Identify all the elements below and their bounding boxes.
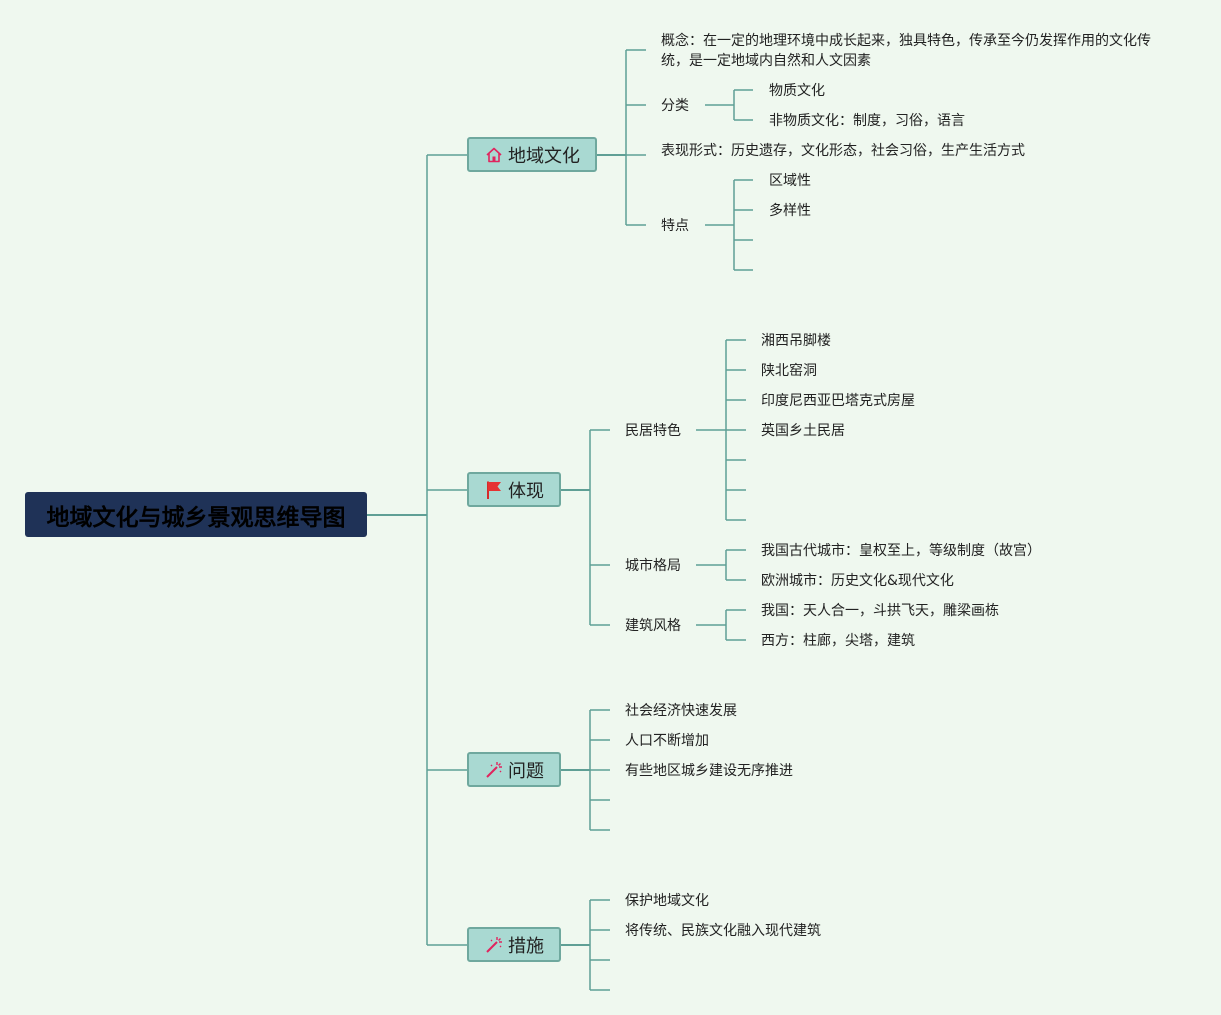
branch-embodiment[interactable]: 体现 [467,472,561,507]
dwelling-item[interactable]: 印度尼西亚巴塔克式房屋 [761,393,915,409]
culture-classification[interactable]: 分类 [661,98,689,114]
red-flag-icon [484,480,504,500]
embodiment-architecture[interactable]: 建筑风格 [625,618,681,634]
city-layout-item[interactable]: 我国古代城市：皇权至上，等级制度（故宫） [761,543,1041,559]
home-icon [484,145,504,165]
branch-problems-label: 问题 [508,760,544,782]
measure-item[interactable]: 保护地域文化 [625,893,709,909]
embodiment-city-layout[interactable]: 城市格局 [625,558,681,574]
dwelling-item[interactable]: 陕北窑洞 [761,363,817,379]
culture-features[interactable]: 特点 [661,218,689,234]
branch-problems[interactable]: 问题 [467,752,561,787]
branch-measures-label: 措施 [508,935,544,957]
magic-wand-icon [484,760,504,780]
architecture-item[interactable]: 我国：天人合一，斗拱飞天，雕梁画栋 [761,603,999,619]
magic-wand-icon [484,935,504,955]
problem-item[interactable]: 社会经济快速发展 [625,703,737,719]
measure-item[interactable]: 将传统、民族文化融入现代建筑 [625,923,821,939]
dwelling-item[interactable]: 英国乡土民居 [761,423,845,439]
root-title: 地域文化与城乡景观思维导图 [46,504,346,531]
feature-item[interactable]: 多样性 [769,203,811,219]
feature-item[interactable]: 区域性 [769,173,811,189]
branch-culture[interactable]: 地域文化 [467,137,597,172]
classification-item[interactable]: 物质文化 [769,83,825,99]
dwelling-item[interactable]: 湘西吊脚楼 [761,333,831,349]
city-layout-item[interactable]: 欧洲城市：历史文化&现代文化 [761,573,954,589]
branch-embodiment-label: 体现 [508,480,544,502]
architecture-item[interactable]: 西方：柱廊，尖塔，建筑 [761,633,915,649]
embodiment-dwellings[interactable]: 民居特色 [625,423,681,439]
root-topic[interactable]: 地域文化与城乡景观思维导图 [25,492,367,537]
culture-forms[interactable]: 表现形式：历史遗存，文化形态，社会习俗，生产生活方式 [661,143,1025,159]
culture-concept[interactable]: 概念：在一定的地理环境中成长起来，独具特色，传承至今仍发挥作用的文化传统，是一定… [661,33,1151,69]
branch-measures[interactable]: 措施 [467,927,561,962]
problem-item[interactable]: 有些地区城乡建设无序推进 [625,763,793,779]
classification-item[interactable]: 非物质文化：制度，习俗，语言 [769,113,965,129]
branch-culture-label: 地域文化 [508,145,580,167]
problem-item[interactable]: 人口不断增加 [625,733,709,749]
